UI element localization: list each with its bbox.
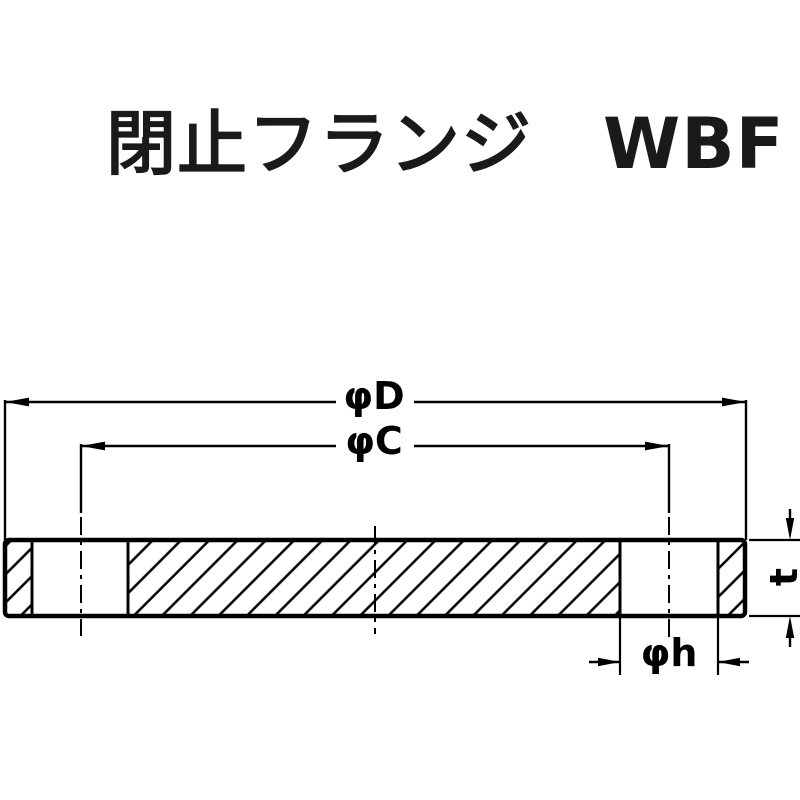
- page-title: 閉止フランジ WBF: [106, 103, 785, 185]
- section-hatch-right-rim: [718, 540, 745, 616]
- dim-label-bolt-circle: φC: [345, 419, 403, 463]
- arrowhead-right-icon: [645, 441, 669, 451]
- dimension-thickness: t: [749, 509, 800, 647]
- dim-label-thickness: t: [762, 568, 800, 586]
- dimension-bolt-circle: φC: [79, 419, 671, 513]
- arrowhead-left-icon: [5, 397, 29, 407]
- dimension-bolt-hole: φh: [589, 618, 749, 675]
- arrowhead-right-pointing-icon: [598, 657, 620, 667]
- arrowhead-left-icon: [81, 441, 105, 451]
- arrowhead-down-icon: [785, 518, 795, 540]
- arrowhead-up-icon: [785, 616, 795, 638]
- dim-label-bolt-hole: φh: [641, 631, 698, 675]
- arrowhead-left-pointing-icon: [718, 657, 740, 667]
- dimension-outer-diameter: φD: [3, 374, 748, 540]
- arrowhead-right-icon: [722, 397, 746, 407]
- dim-label-outer-diameter: φD: [343, 374, 404, 418]
- section-hatch-left-rim: [5, 540, 32, 616]
- center-lines: [80, 517, 670, 641]
